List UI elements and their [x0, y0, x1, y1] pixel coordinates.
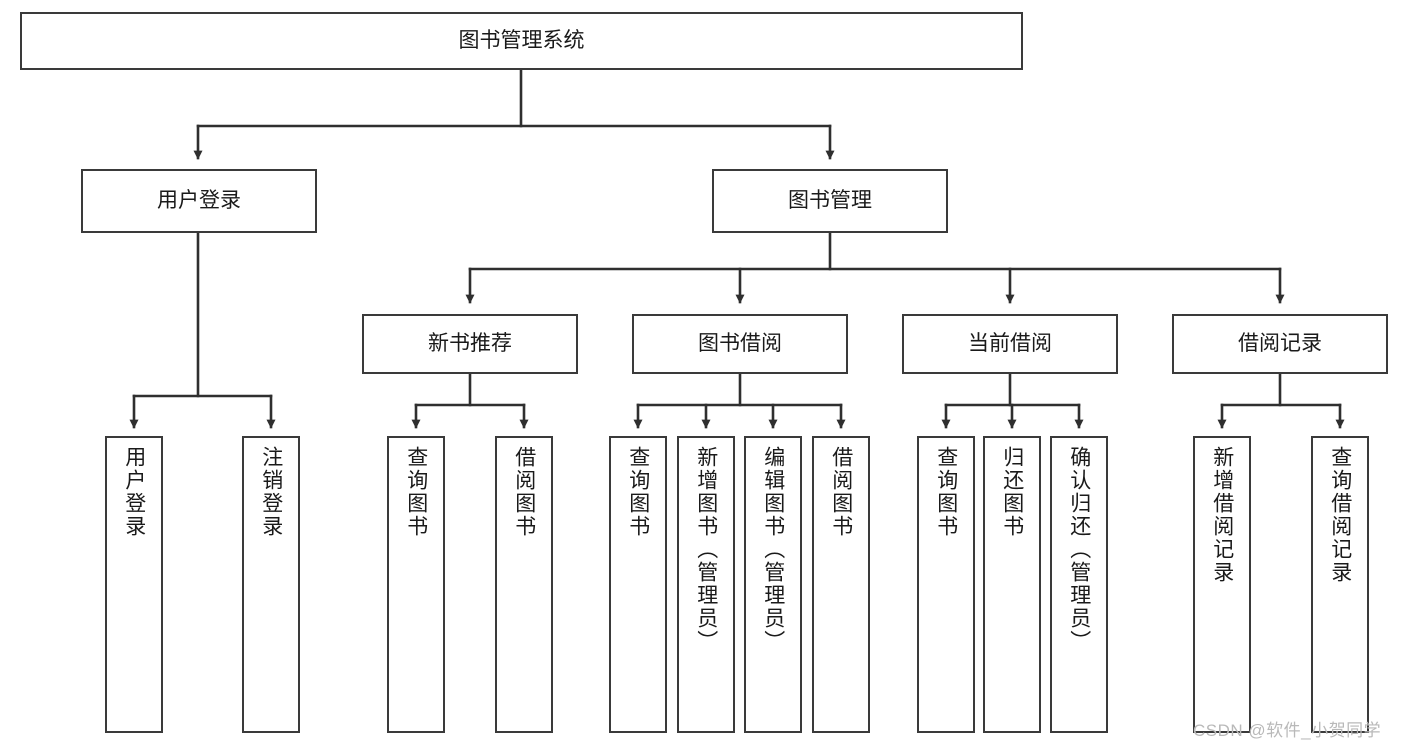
- node-book-borrow[interactable]: 图书借阅: [632, 314, 848, 374]
- node-borrow-record[interactable]: 借阅记录: [1172, 314, 1388, 374]
- node-root-book-management-system[interactable]: 图书管理系统: [20, 12, 1023, 70]
- node-label: 借阅图书: [829, 446, 853, 538]
- node-leaf-edit-book-admin[interactable]: 编辑图书（管理员）: [744, 436, 802, 733]
- node-leaf-return-book[interactable]: 归还图书: [983, 436, 1041, 733]
- node-leaf-logout[interactable]: 注销登录: [242, 436, 300, 733]
- node-leaf-add-book-admin[interactable]: 新增图书（管理员）: [677, 436, 735, 733]
- node-label: 借阅图书: [512, 446, 536, 538]
- node-label: 查询借阅记录: [1328, 446, 1352, 584]
- node-label: 注销登录: [259, 446, 283, 538]
- node-label: 图书借阅: [698, 332, 782, 356]
- node-label: 归还图书: [1000, 446, 1024, 538]
- node-leaf-confirm-return-admin[interactable]: 确认归还（管理员）: [1050, 436, 1108, 733]
- csdn-watermark: CSDN @软件_小贺同学: [1193, 721, 1382, 740]
- node-label: 查询图书: [934, 446, 958, 538]
- node-label: 用户登录: [122, 446, 146, 538]
- node-leaf-query-book-recommend[interactable]: 查询图书: [387, 436, 445, 733]
- node-book-management[interactable]: 图书管理: [712, 169, 948, 233]
- node-label: 查询图书: [626, 446, 650, 538]
- node-leaf-query-book-current[interactable]: 查询图书: [917, 436, 975, 733]
- node-label: 编辑图书（管理员）: [761, 446, 785, 653]
- node-leaf-user-login[interactable]: 用户登录: [105, 436, 163, 733]
- node-label: 新增借阅记录: [1210, 446, 1234, 584]
- node-user-login[interactable]: 用户登录: [81, 169, 317, 233]
- node-leaf-add-borrow-record[interactable]: 新增借阅记录: [1193, 436, 1251, 733]
- node-label: 用户登录: [157, 189, 241, 213]
- node-leaf-borrow-book-recommend[interactable]: 借阅图书: [495, 436, 553, 733]
- node-label: 当前借阅: [968, 332, 1052, 356]
- node-label: 确认归还（管理员）: [1067, 446, 1091, 653]
- node-label: 图书管理系统: [458, 29, 585, 53]
- node-leaf-borrow-book[interactable]: 借阅图书: [812, 436, 870, 733]
- node-leaf-query-book-borrow[interactable]: 查询图书: [609, 436, 667, 733]
- node-new-book-recommend[interactable]: 新书推荐: [362, 314, 578, 374]
- node-label: 新书推荐: [428, 332, 512, 356]
- node-label: 查询图书: [404, 446, 428, 538]
- node-current-borrow[interactable]: 当前借阅: [902, 314, 1118, 374]
- node-label: 新增图书（管理员）: [694, 446, 718, 653]
- node-label: 图书管理: [788, 189, 872, 213]
- node-leaf-query-borrow-record[interactable]: 查询借阅记录: [1311, 436, 1369, 733]
- node-label: 借阅记录: [1238, 332, 1322, 356]
